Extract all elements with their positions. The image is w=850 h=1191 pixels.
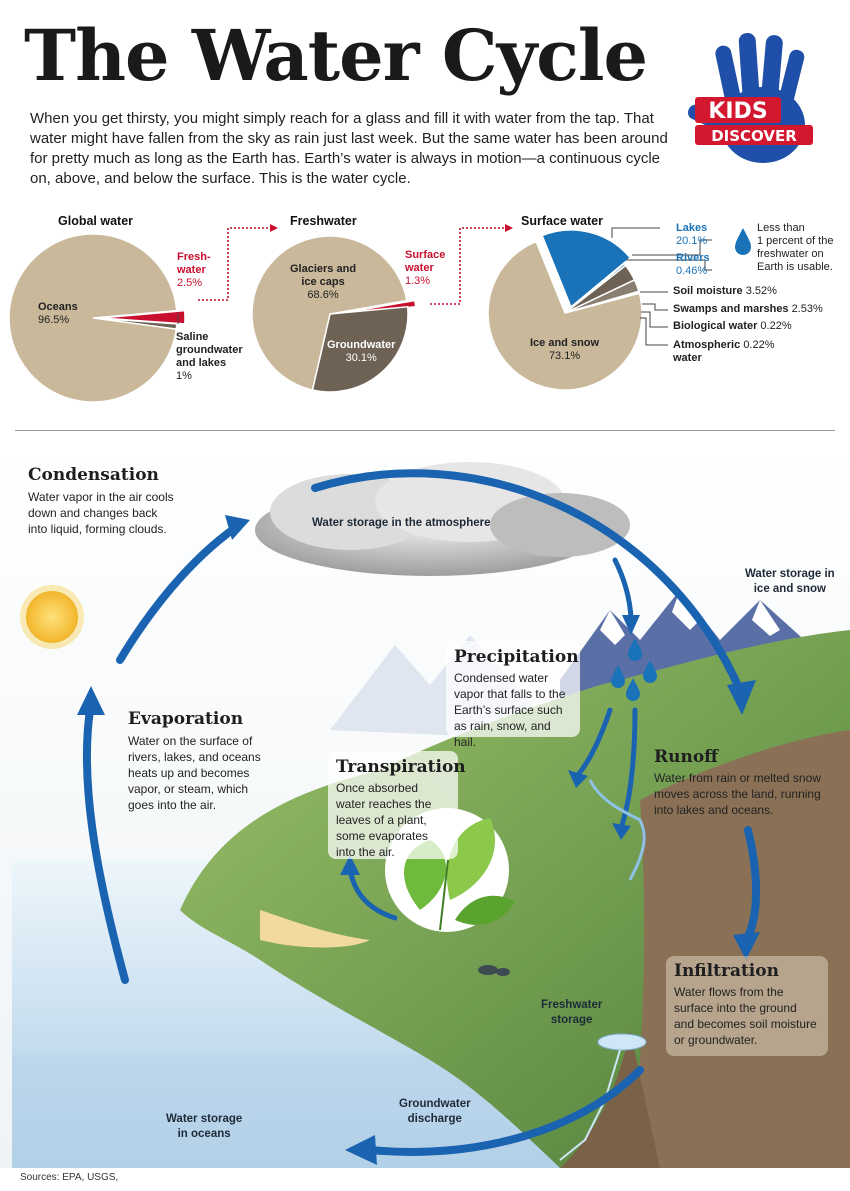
arrowheads: [77, 515, 760, 1165]
atmo-leader: [640, 317, 668, 346]
runoff-text: Water from rain or melted snow moves acr…: [654, 771, 821, 817]
label-atmo: Atmospheric 0.22%water: [673, 339, 775, 364]
river: [588, 779, 646, 881]
runoff-arrow: [575, 707, 613, 778]
precipitation-text: Condensed water vapor that falls to the …: [454, 671, 566, 749]
evaporation-step: Evaporation Water on the surface of rive…: [128, 709, 298, 813]
precipitation-step: Precipitation Condensed water vapor that…: [446, 641, 580, 749]
transpiration-text: Once absorbed water reaches the leaves o…: [336, 781, 432, 859]
runoff-step: Runoff Water from rain or melted snow mo…: [654, 747, 834, 818]
pie-charts: [8, 224, 751, 403]
snow-caps: [600, 590, 780, 645]
surface-pie-title: Surface water: [521, 214, 603, 228]
logo-kids-box: [695, 97, 781, 123]
logo-discover-box: [695, 125, 813, 145]
pie-slice-fresh-water: [100, 309, 186, 325]
logo-kids: KIDS: [708, 99, 767, 124]
groundwater-discharge-arrow: [366, 1066, 644, 1156]
swamps-leader: [642, 303, 668, 311]
pie-slice-groundwater: [311, 305, 409, 393]
evaporation-arrow: [82, 706, 129, 984]
label-soil: Soil moisture 3.52%: [673, 285, 777, 297]
freshwater-pool: [597, 1033, 647, 1051]
small-arrows: [347, 557, 638, 921]
pie-slice-surface-water: [337, 299, 417, 315]
rock: [496, 968, 510, 976]
atmosphere-storage-label: Water storage in the atmosphere: [312, 517, 491, 529]
runoff-arrow-2: [619, 707, 638, 828]
logo-discover: DISCOVER: [711, 127, 797, 145]
transpiration-title: Transpiration: [336, 757, 466, 777]
bio-leader: [641, 311, 668, 328]
condensation-text: Water vapor in the air cools down and ch…: [28, 490, 174, 536]
sources: Sources: EPA, USGS,: [20, 1172, 119, 1183]
water-cycle-illustration: [0, 440, 850, 1168]
page-title: The Water Cycle: [24, 14, 648, 97]
intro-paragraph: When you get thirsty, you might simply r…: [30, 110, 668, 187]
soil-cross-section: [630, 730, 850, 1168]
transpiration-arrow: [347, 867, 398, 921]
label-swamps: Swamps and marshes 2.53%: [673, 303, 823, 315]
storm-cloud: [255, 462, 630, 576]
section-divider: [15, 430, 835, 431]
infiltration-text: Water flows from the surface into the gr…: [674, 985, 817, 1047]
fresh-to-surface-connector: [430, 227, 505, 305]
fresh-to-surface-arrowhead: [505, 224, 513, 232]
cycle-arrows: [82, 469, 761, 1156]
pie-slice-glaciers-and-ice-caps: [251, 235, 408, 391]
fresh-pie-title: Freshwater: [290, 214, 357, 228]
infiltration-step: Infiltration Water flows from the surfac…: [666, 956, 828, 1056]
infiltration-arrow: [742, 826, 761, 944]
evaporation-text: Water on the surface of rivers, lakes, a…: [128, 734, 261, 812]
atmosphere-arrow: [311, 469, 744, 694]
rivers-leader: [626, 259, 712, 271]
label-bio: Biological water 0.22%: [673, 320, 792, 332]
rock: [478, 965, 498, 975]
transpiration-step: Transpiration Once absorbed water reache…: [328, 751, 466, 859]
beach: [260, 910, 370, 948]
pie-slice-ice-and-snow: [487, 240, 643, 391]
water-drop-icon: [735, 228, 751, 255]
kids-discover-logo: KIDS DISCOVER: [687, 33, 813, 163]
precipitation-title: Precipitation: [454, 647, 579, 667]
pie-slice-lakes: [541, 229, 632, 309]
runoff-title: Runoff: [654, 747, 719, 767]
condensation-arrow: [116, 524, 239, 664]
global-pie-title: Global water: [58, 214, 134, 228]
lakes-bracket: [632, 239, 712, 256]
global-to-fresh-connector: [198, 227, 270, 301]
sun-icon: [20, 585, 84, 649]
precipitation-arrow: [612, 557, 634, 621]
rain-drops-icon: [611, 638, 657, 701]
groundwater-stream: [559, 1049, 621, 1161]
condensation-step: Condensation Water vapor in the air cool…: [28, 465, 208, 537]
lakes-leader: [611, 227, 660, 238]
infiltration-title: Infiltration: [674, 961, 779, 981]
evaporation-title: Evaporation: [128, 709, 244, 729]
pie-slice-oceans: [8, 233, 178, 403]
condensation-title: Condensation: [28, 465, 159, 485]
global-to-fresh-arrowhead: [270, 224, 278, 232]
